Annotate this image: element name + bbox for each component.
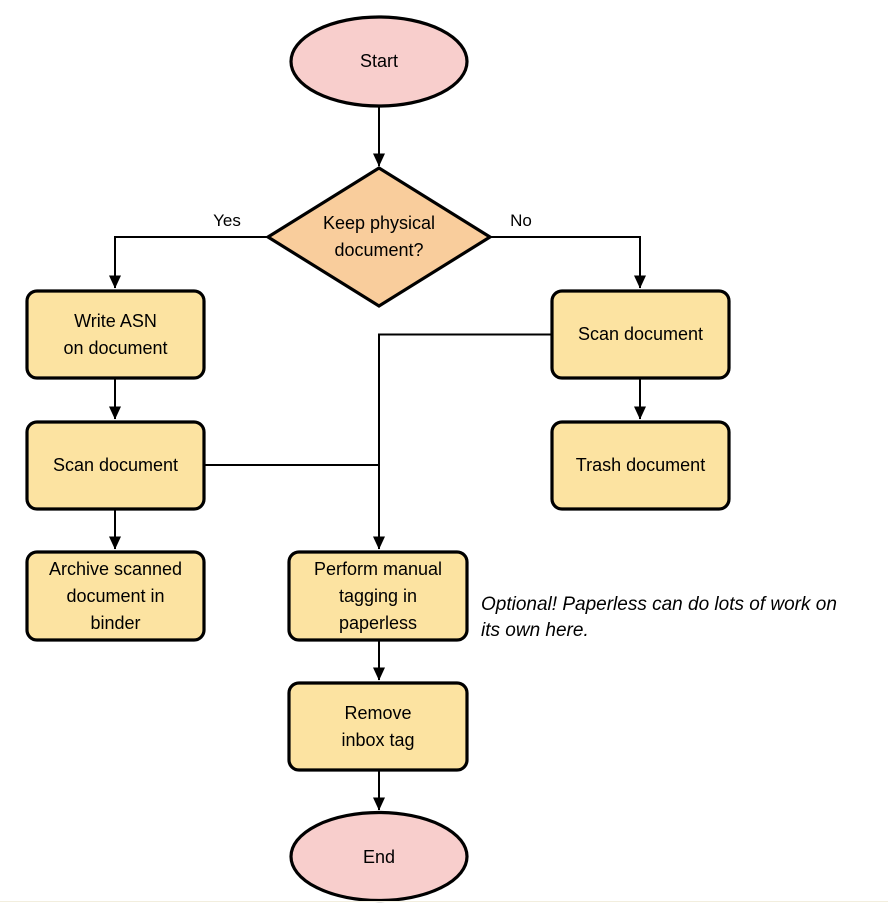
page-bottom-divider (0, 901, 888, 902)
edge-decision-to-write-asn-yes (109, 236, 268, 289)
end-node-shape (289, 810, 469, 903)
decision-node-shape (264, 166, 494, 308)
tagging-node-shape (287, 550, 469, 642)
annotation-text: Optional! Paperless can do lots of work … (481, 594, 837, 642)
edge-scan-right-to-tagging (373, 333, 552, 550)
start-node-shape (289, 15, 469, 108)
trash-node-shape (550, 420, 731, 511)
scan-right-node-shape (550, 289, 731, 380)
remove-inbox-node-shape (287, 681, 469, 772)
write-asn-node-shape (25, 289, 206, 380)
scan-left-node-shape (25, 420, 206, 511)
edge-decision-to-scan-right-no (490, 236, 646, 289)
archive-node-shape (25, 550, 206, 642)
edge-group (109, 105, 646, 811)
